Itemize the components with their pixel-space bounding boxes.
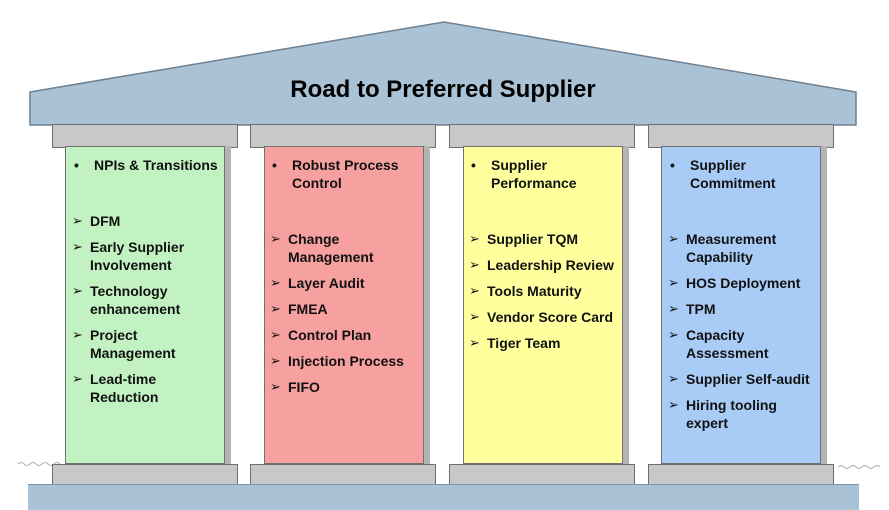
list-item: ➢Early Supplier Involvement [72,239,185,273]
list-item: ➢Change Management [270,231,374,265]
list-item: ➢FIFO [270,379,320,395]
arrow-bullet-icon: ➢ [270,379,281,394]
arrow-bullet-icon: ➢ [72,371,83,386]
pillar-2-heading: Robust Process Control [292,157,399,191]
pillar-2-capital [250,124,436,148]
foundation [28,484,859,510]
arrow-bullet-icon: ➢ [72,327,83,342]
arrow-bullet-icon: ➢ [270,301,281,316]
pillar-2-shaft [264,146,424,464]
arrow-bullet-icon: ➢ [469,283,480,298]
pillar-4-heading: Supplier Commitment [690,157,776,191]
arrow-bullet-icon: ➢ [270,231,281,246]
pillar-1-heading: NPIs & Transitions [94,157,218,173]
list-item: ➢Supplier TQM [469,231,578,247]
list-item: ➢HOS Deployment [668,275,801,291]
list-item: ➢Control Plan [270,327,372,343]
list-item: ➢Project Management [72,327,176,361]
pillar-3-content: • Supplier Performance ➢Supplier TQM ➢Lea… [469,156,619,360]
pillar-1-content: • NPIs & Transitions ➢DFM ➢Early Supplier… [72,156,222,414]
arrow-bullet-icon: ➢ [270,327,281,342]
list-item: ➢Measurement Capability [668,231,777,265]
pillar-3-capital [449,124,635,148]
arrow-bullet-icon: ➢ [668,327,679,342]
arrow-bullet-icon: ➢ [270,353,281,368]
bullet: • [272,157,277,173]
list-item: ➢DFM [72,213,121,229]
pillar-4-content: • Supplier Commitment ➢Measurement Capabi… [668,156,818,440]
list-item: ➢Supplier Self-audit [668,371,810,387]
list-item: ➢Leadership Review [469,257,614,273]
diagram-title: Road to Preferred Supplier [290,76,596,103]
arrow-bullet-icon: ➢ [469,309,480,324]
list-item: ➢Tools Maturity [469,283,582,299]
list-item: ➢TPM [668,301,716,317]
arrow-bullet-icon: ➢ [668,397,679,412]
list-item: ➢Layer Audit [270,275,365,291]
bullet: • [471,157,476,173]
bullet: • [74,157,79,173]
list-item: ➢Tiger Team [469,335,561,351]
list-item: ➢Vendor Score Card [469,309,614,325]
arrow-bullet-icon: ➢ [668,275,679,290]
arrow-bullet-icon: ➢ [72,213,83,228]
arrow-bullet-icon: ➢ [270,275,281,290]
arrow-bullet-icon: ➢ [668,231,679,246]
pillar-1-shaft [65,146,225,464]
roof [29,21,857,126]
arrow-bullet-icon: ➢ [72,239,83,254]
bullet: • [670,157,675,173]
arrow-bullet-icon: ➢ [668,301,679,316]
list-item: ➢FMEA [270,301,328,317]
pillar-3-heading: Supplier Performance [491,157,577,191]
list-item: ➢Capacity Assessment [668,327,769,361]
pillar-4-shaft [661,146,821,464]
list-item: ➢Lead-time Reduction [72,371,159,405]
pillar-3-shaft [463,146,623,464]
list-item: ➢Injection Process [270,353,404,369]
pillar-4-capital [648,124,834,148]
arrow-bullet-icon: ➢ [469,231,480,246]
arrow-bullet-icon: ➢ [469,335,480,350]
pillar-1-capital [52,124,238,148]
pillar-2-content: • Robust Process Control ➢Change Manageme… [270,156,420,404]
list-item: ➢Hiring tooling expert [668,397,777,431]
arrow-bullet-icon: ➢ [469,257,480,272]
arrow-bullet-icon: ➢ [72,283,83,298]
arrow-bullet-icon: ➢ [668,371,679,386]
list-item: ➢Technology enhancement [72,283,181,317]
